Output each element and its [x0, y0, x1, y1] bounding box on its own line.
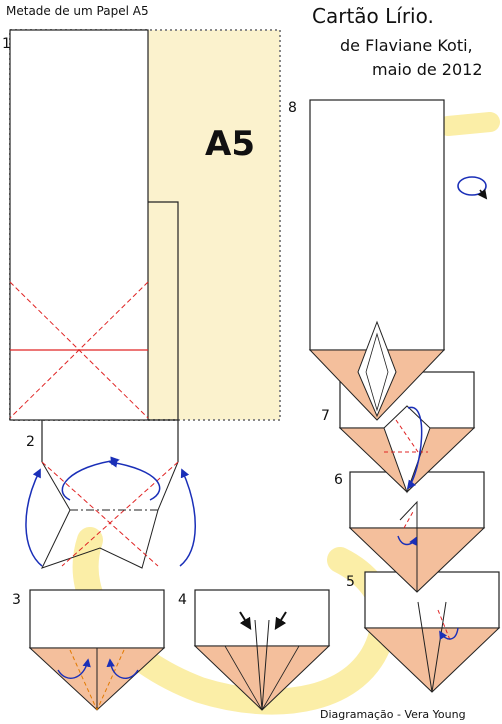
author-credit: de Flaviane Koti, [340, 36, 473, 55]
diagonal-fold-line [9, 281, 149, 419]
step-4-model [193, 589, 331, 711]
step-number-2: 2 [26, 434, 35, 450]
step-2-collapse [25, 456, 196, 569]
step-number-8: 8 [288, 100, 297, 116]
background-swirl-top [438, 112, 500, 136]
step-number-5: 5 [346, 574, 355, 590]
diagram-credit: Diagramação - Vera Young [320, 708, 466, 721]
step-number-3: 3 [12, 592, 21, 608]
step-number-7: 7 [321, 408, 330, 424]
step-number-1: 1 [2, 36, 11, 52]
step-3-model [28, 589, 166, 711]
step-8-model [308, 99, 446, 421]
step-number-4: 4 [178, 592, 187, 608]
paper-caption: Metade de um Papel A5 [6, 4, 149, 18]
step-5-model [363, 571, 501, 693]
half-sheet [9, 29, 149, 421]
step-number-6: 6 [334, 472, 343, 488]
rotate-over-icon [457, 176, 488, 200]
diagram-title: Cartão Lírio. [312, 4, 434, 28]
date-label: maio de 2012 [372, 60, 483, 79]
paper-size-label: A5 [205, 124, 255, 164]
sheet-flap-outline [148, 201, 179, 421]
